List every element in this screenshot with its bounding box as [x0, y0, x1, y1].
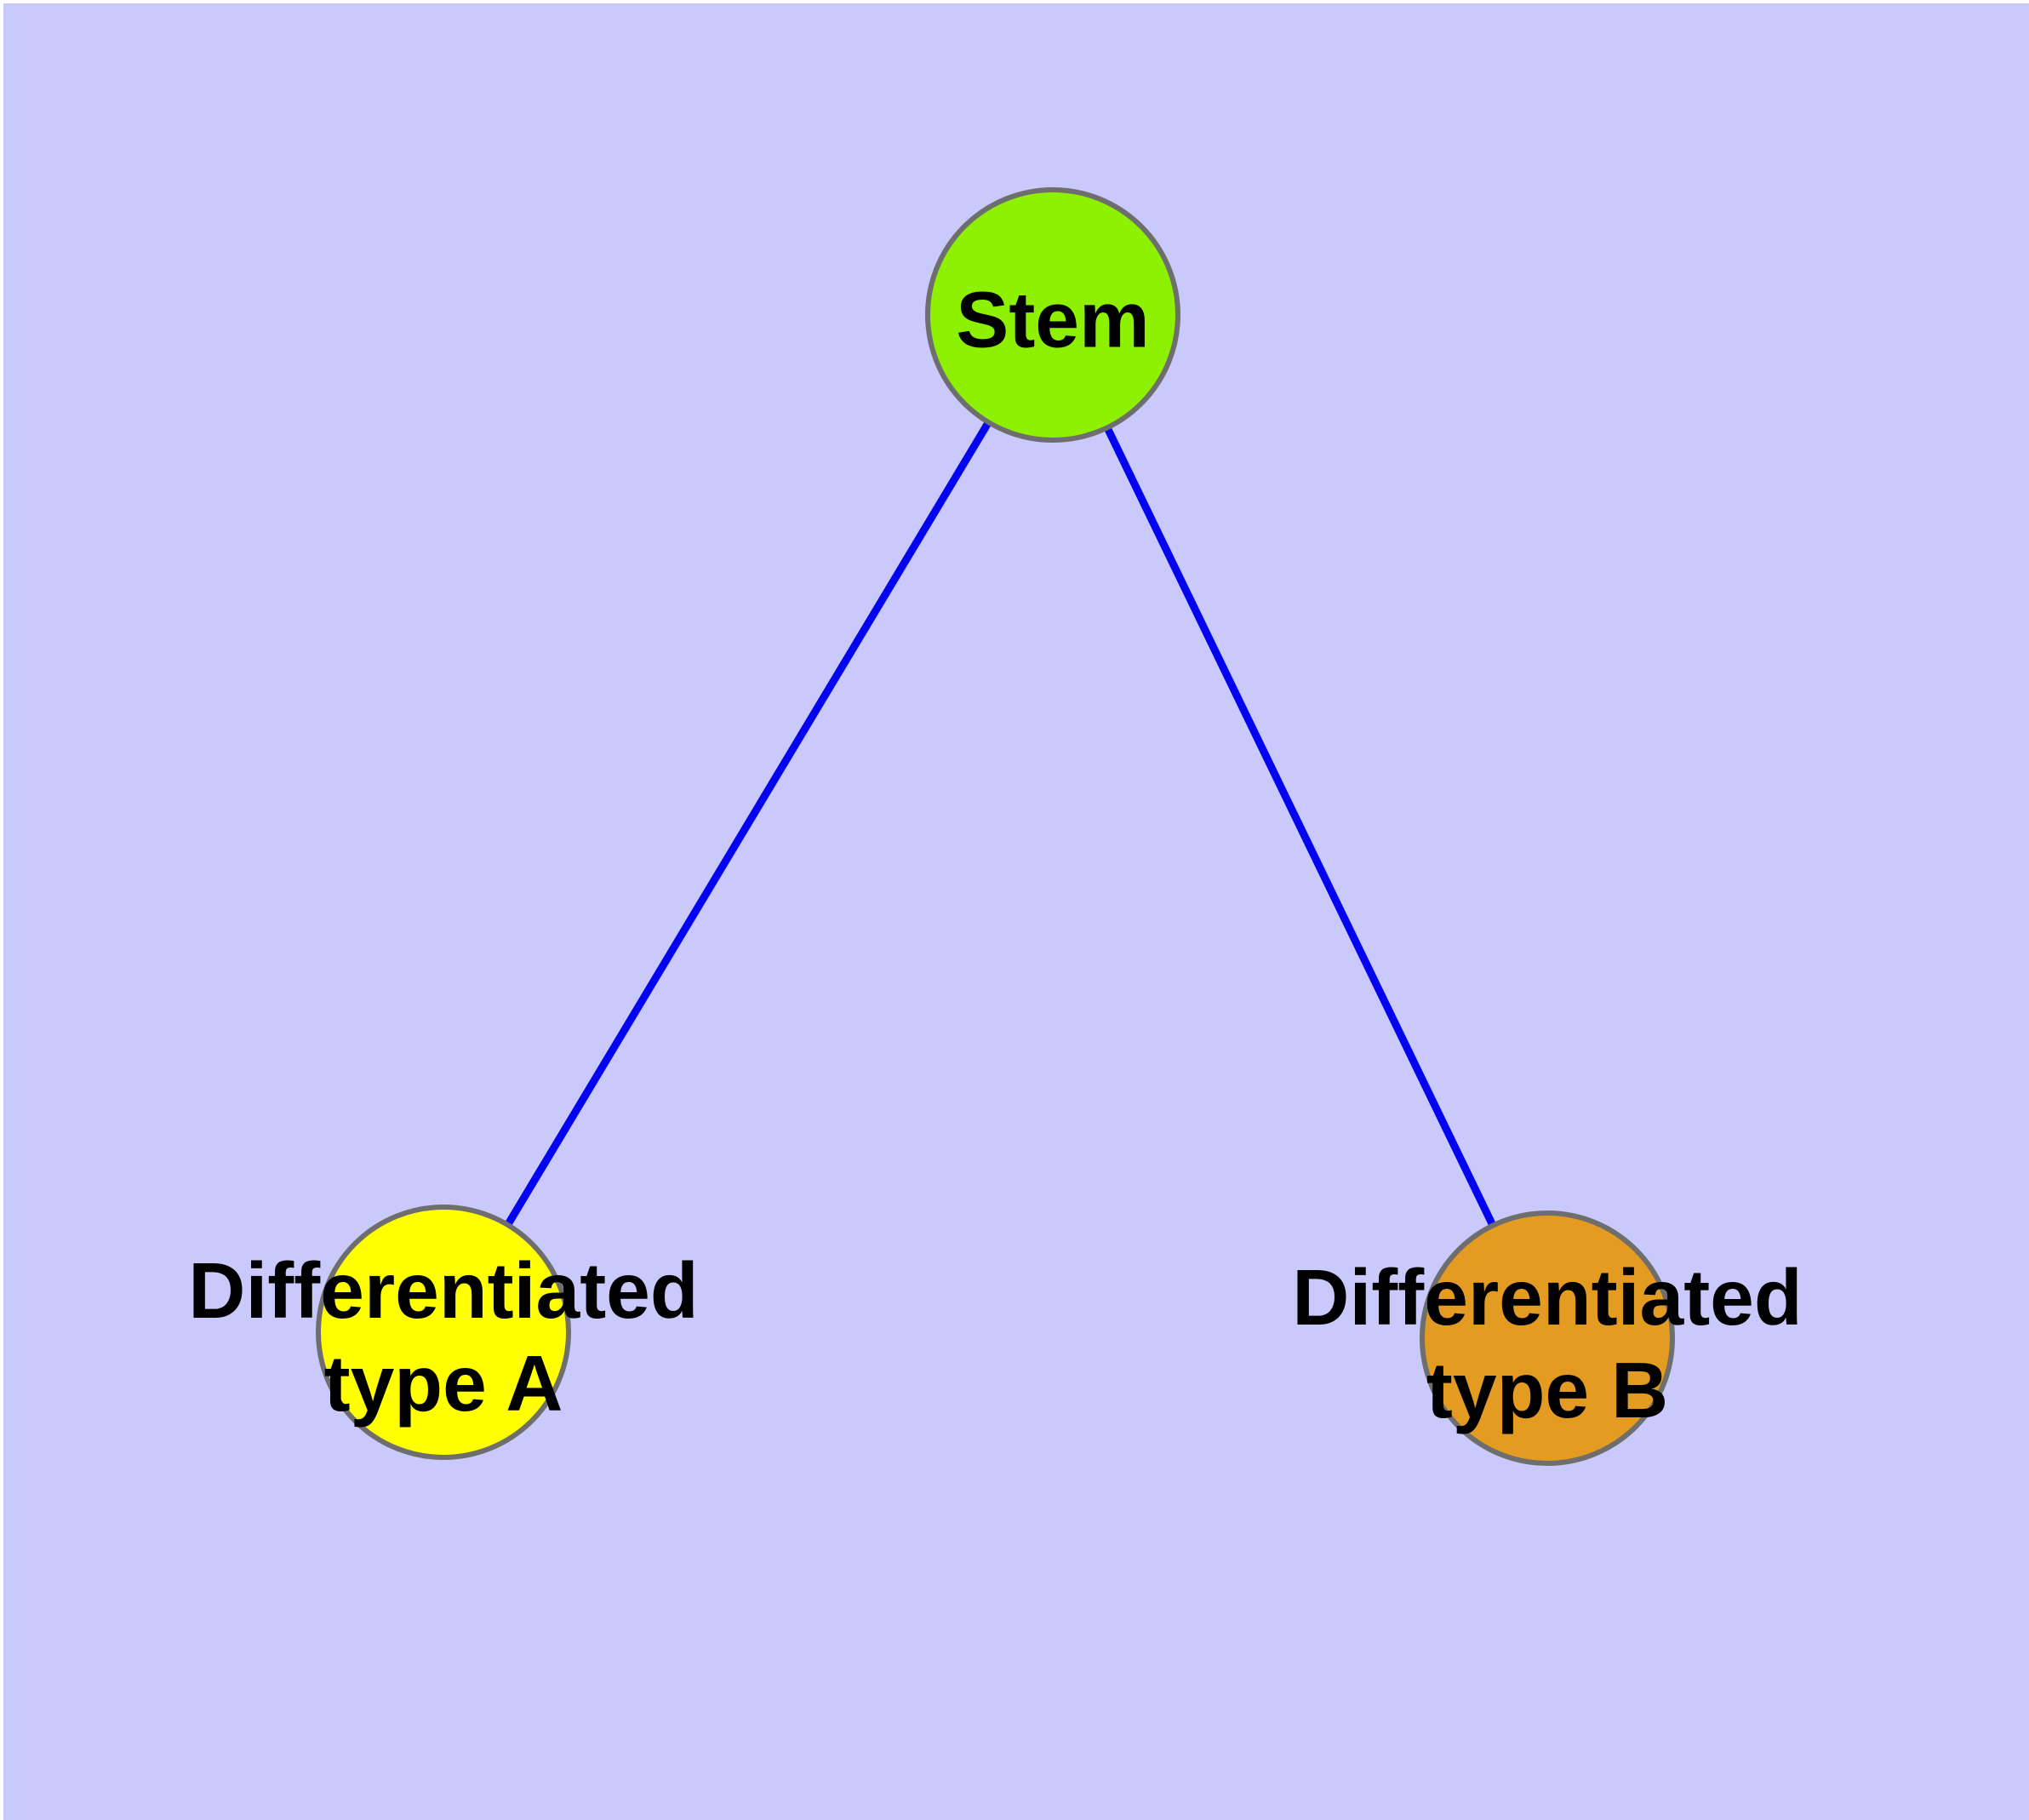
edge-stem-to-type-a — [440, 312, 1056, 1335]
node-type-b-label: Differentiated type B — [1292, 1251, 1802, 1437]
diagram-canvas: Stem Differentiated type A Differentiate… — [3, 3, 2029, 1820]
node-type-a-circle — [316, 1205, 571, 1460]
node-type-a-label: Differentiated type A — [188, 1245, 698, 1430]
node-stem-circle — [925, 187, 1180, 443]
diagram-svg — [3, 3, 2029, 1820]
node-stem-label-text: Stem — [956, 275, 1150, 364]
node-type-b-label-line1: Differentiated — [1292, 1253, 1803, 1342]
node-type-b-circle — [1420, 1210, 1675, 1466]
node-stem-label: Stem — [956, 274, 1149, 367]
node-type-a-label-line1: Differentiated — [188, 1246, 699, 1335]
node-type-a-label-line2: type A — [323, 1339, 563, 1428]
edge-stem-to-type-b — [1049, 313, 1552, 1340]
node-type-b-label-line2: type B — [1426, 1346, 1669, 1434]
